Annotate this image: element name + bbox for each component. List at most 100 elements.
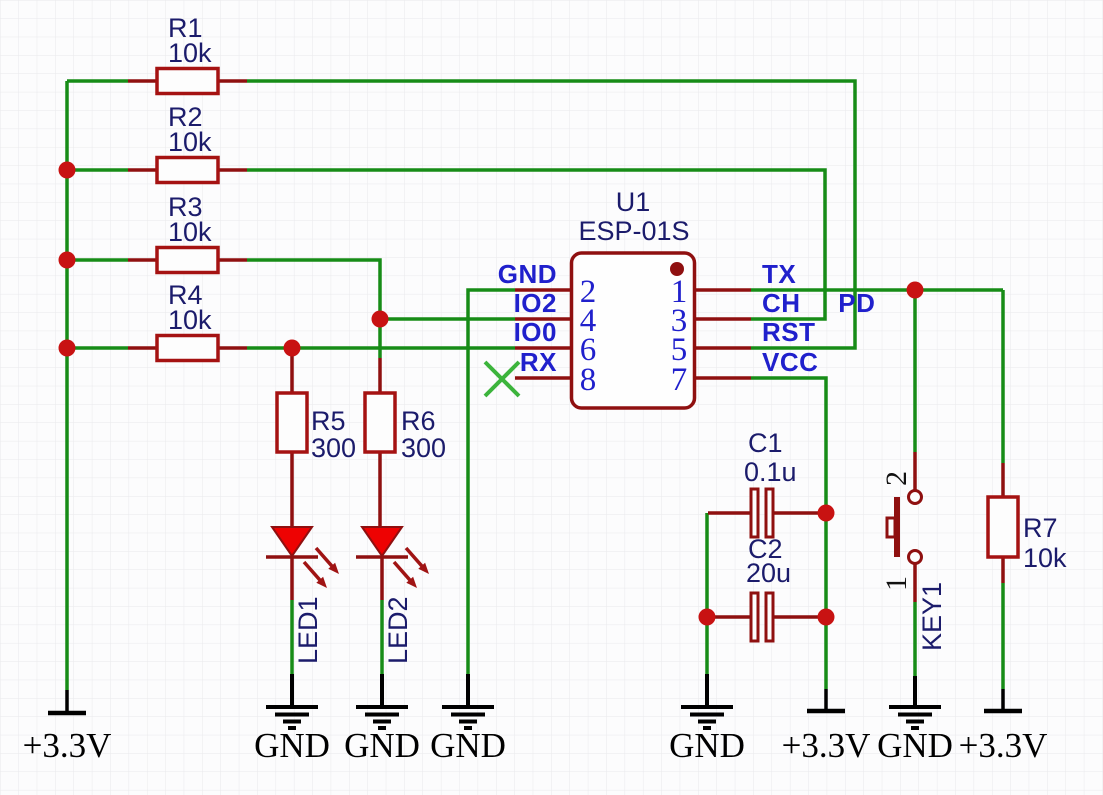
power-port-label: +3.3V (23, 726, 112, 765)
resistor-r7[interactable]: R7 10k (986, 463, 1067, 583)
c1-ref: C1 (748, 428, 783, 458)
power-port-label: +3.3V (782, 726, 871, 765)
r5-value: 300 (311, 433, 356, 463)
u1-pin-name-io2: IO2 (514, 288, 557, 318)
u1-pin-num-1: 1 (671, 274, 688, 310)
u1-body (569, 251, 697, 410)
u1-right-pin-stubs (695, 288, 751, 380)
resistor-r4[interactable]: R4 10k (128, 280, 247, 363)
led1[interactable]: LED1 (266, 526, 339, 664)
gnd-symbol-icon (266, 674, 318, 730)
gnd-port-label: GND (430, 726, 506, 765)
r2-ref: R2 (168, 102, 203, 132)
r5-body (275, 391, 309, 454)
wire-r2-to-chpd[interactable] (247, 168, 827, 321)
junction-dot (58, 339, 76, 357)
c1-plate-right (764, 487, 775, 539)
power-port-3v3-r7[interactable]: +3.3V (959, 689, 1048, 765)
r3-value: 10k (168, 217, 212, 247)
resistor-r2[interactable]: R2 10k (128, 102, 247, 185)
wire-r1-to-rst[interactable] (247, 79, 857, 350)
gnd-port-key1[interactable]: GND (877, 676, 953, 765)
gnd-port-label: GND (344, 726, 420, 765)
key1-contact-top (907, 489, 923, 505)
u1-pin1-marker-icon (670, 262, 684, 276)
gnd-port-chip[interactable]: GND (430, 674, 506, 765)
resistor-r3[interactable]: R3 10k (128, 192, 247, 275)
gnd-port-led2[interactable]: GND (344, 674, 420, 765)
junction-dot (283, 339, 301, 357)
led2-triangle-icon (360, 526, 404, 558)
r7-value: 10k (1023, 543, 1067, 573)
junction-dots (58, 161, 924, 626)
u1-ref: U1 (616, 187, 651, 217)
power-port-3v3-vcc[interactable]: +3.3V (782, 689, 871, 765)
led2-emission-arrows-icon (392, 546, 429, 588)
r4-ref: R4 (168, 280, 203, 310)
r1-value: 10k (168, 38, 212, 68)
gnd-port-label: GND (669, 726, 745, 765)
wire-vcc-rail[interactable] (751, 376, 828, 689)
junction-dot (817, 504, 835, 522)
resistor-r1[interactable]: R1 10k (128, 13, 247, 96)
led2[interactable]: LED2 (356, 526, 429, 664)
power-port-label: +3.3V (959, 726, 1048, 765)
u1-left-pin-stubs (515, 288, 571, 380)
r2-value: 10k (168, 127, 212, 157)
capacitor-c1[interactable]: C1 0.1u (708, 428, 820, 539)
wire-gnd-pin[interactable] (466, 288, 515, 674)
c2-value: 20u (746, 558, 791, 588)
gnd-port-caps[interactable]: GND (669, 674, 745, 765)
r7-ref: R7 (1023, 513, 1058, 543)
key1-contact-bottom (907, 549, 923, 565)
key1-pin1-num: 1 (880, 576, 913, 591)
u1-pin-num-4: 4 (580, 303, 597, 339)
u1-pin-num-6: 6 (580, 332, 597, 368)
r5-ref: R5 (311, 406, 346, 436)
led1-emission-arrows-icon (302, 546, 339, 588)
c1-plate-left (749, 487, 760, 539)
u1-pin-name-rst: RST (762, 317, 816, 347)
u1-pin-name-tx: TX (762, 259, 796, 289)
chip-u1[interactable]: U1 ESP-01S GND IO2 IO0 RX 2 4 6 8 TX CH … (498, 187, 876, 410)
c2-ref: C2 (748, 534, 783, 564)
led1-triangle-icon (270, 526, 314, 558)
r1-body (155, 66, 220, 96)
r4-value: 10k (168, 305, 212, 335)
u1-pin-name-vcc: VCC (762, 347, 818, 377)
key1-actuator-bump (885, 516, 897, 539)
junction-dot (698, 608, 716, 626)
capacitor-c2[interactable]: C2 20u (708, 534, 820, 643)
r6-body (363, 391, 397, 454)
u1-part: ESP-01S (578, 216, 689, 246)
gnd-symbol-icon (889, 676, 941, 730)
r7-body (986, 495, 1020, 559)
gnd-symbol-icon (442, 674, 494, 730)
u1-pin-name-gnd: GND (498, 259, 557, 289)
gnd-symbol-icon (681, 674, 733, 730)
r1-ref: R1 (168, 13, 203, 43)
key1-actuator-bar (894, 497, 900, 557)
r6-ref: R6 (401, 406, 436, 436)
u1-pin-num-7: 7 (671, 362, 688, 398)
u1-pin-num-5: 5 (671, 332, 688, 368)
junction-dot (906, 281, 924, 299)
key1-pin2-num: 2 (880, 471, 913, 486)
c1-value: 0.1u (744, 457, 797, 487)
junction-dot (817, 608, 835, 626)
u1-pin-name-chpd: CH PD (762, 288, 875, 318)
switch-key1[interactable]: 2 1 KEY1 (880, 452, 947, 651)
gnd-port-led1[interactable]: GND (254, 674, 330, 765)
power-port-3v3-left[interactable]: +3.3V (23, 690, 112, 765)
u1-pin-num-3: 3 (671, 303, 688, 339)
resistor-r6[interactable]: R6 300 (363, 358, 446, 528)
r2-body (155, 155, 220, 185)
u1-pin-num-2: 2 (580, 274, 597, 310)
junction-dot (58, 251, 76, 269)
u1-pin-num-8: 8 (580, 362, 597, 398)
r4-body (155, 333, 220, 363)
junction-dot (58, 161, 76, 179)
led2-ref: LED2 (383, 596, 413, 664)
